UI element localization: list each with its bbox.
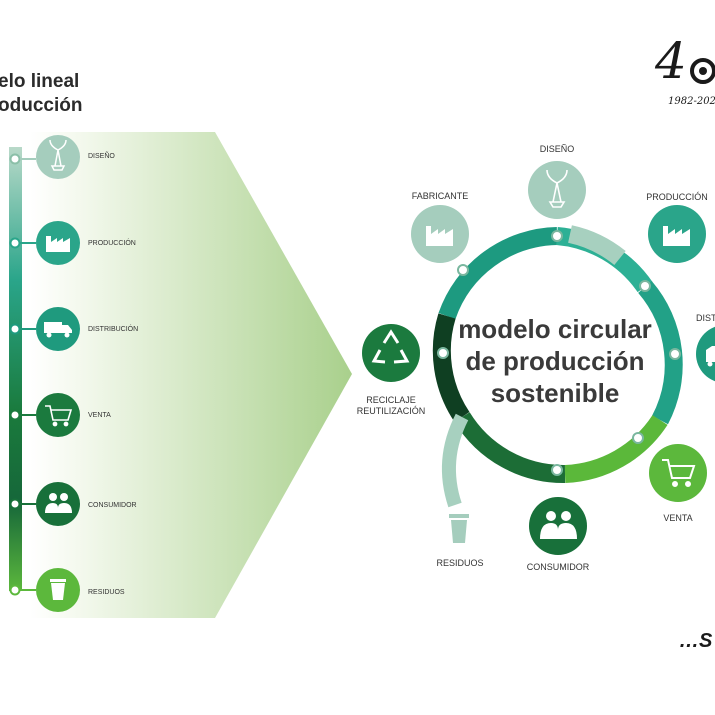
footer-text: …S — [679, 630, 713, 652]
truck-icon — [706, 346, 715, 367]
linear-stage-produccion: PRODUCCIÓN — [9, 221, 136, 265]
people-icon — [45, 493, 72, 513]
lamp-icon — [546, 169, 568, 208]
trash-icon — [50, 579, 66, 600]
linear-label-distribucion: DISTRIBUCIÓN — [88, 324, 138, 333]
circular-node-diseno: DISEÑO — [528, 144, 586, 219]
lamp-icon — [49, 139, 67, 171]
anniversary-logo-number: 4 — [655, 32, 687, 90]
circular-center-line3: sostenible — [491, 378, 620, 408]
linear-model-title: elo lineal oducción — [0, 70, 82, 118]
circular-node-venta: VENTA — [649, 444, 707, 523]
label-venta: VENTA — [663, 513, 692, 523]
circular-node-reciclaje: RECICLAJE REUTILIZACIÓN — [357, 324, 426, 416]
linear-label-venta: VENTA — [88, 412, 111, 419]
factory-icon — [426, 226, 453, 246]
linear-stage-venta: VENTA — [9, 393, 111, 437]
label-reciclaje-line2: REUTILIZACIÓN — [357, 406, 426, 416]
label-distribucion: DIST — [696, 313, 715, 323]
linear-stage-diseno: DISEÑO — [9, 135, 115, 179]
label-diseno: DISEÑO — [540, 144, 575, 154]
cart-icon — [45, 405, 73, 427]
factory-icon — [663, 226, 690, 246]
linear-label-residuos: RESIDUOS — [88, 589, 125, 596]
linear-stage-residuos: RESIDUOS — [9, 568, 125, 612]
circular-node-residuos: RESIDUOS — [436, 514, 484, 568]
linear-stage-distribucion: DISTRIBUCIÓN — [9, 307, 138, 351]
cart-icon — [662, 459, 696, 487]
linear-title-line2: oducción — [0, 95, 83, 116]
circular-center-line2: de producción — [465, 346, 644, 376]
anniversary-logo-years: 1982-202 — [668, 96, 715, 107]
linear-arrow-background — [30, 132, 352, 618]
ring-connectors — [437, 230, 681, 476]
linear-timeline-bar — [9, 147, 22, 591]
linear-label-produccion: PRODUCCIÓN — [88, 238, 136, 247]
recycle-icon — [371, 329, 410, 364]
circular-node-fabricante: FABRICANTE — [411, 191, 469, 263]
truck-icon — [44, 322, 72, 338]
factory-icon — [46, 236, 70, 252]
linear-title-line1: elo lineal — [0, 71, 80, 92]
anniversary-logo-ring — [690, 58, 715, 84]
label-produccion: PRODUCCIÓN — [646, 192, 708, 202]
circular-node-distribucion: DIST — [696, 313, 715, 382]
label-consumidor: CONSUMIDOR — [527, 562, 590, 572]
label-fabricante: FABRICANTE — [412, 191, 469, 201]
people-icon — [540, 511, 577, 539]
label-reciclaje-line1: RECICLAJE — [366, 395, 416, 405]
linear-stage-consumidor: CONSUMIDOR — [9, 482, 137, 526]
circular-center-line1: modelo circular — [458, 314, 652, 344]
circular-node-produccion: PRODUCCIÓN — [646, 192, 708, 263]
circular-node-consumidor: CONSUMIDOR — [527, 497, 590, 572]
linear-label-consumidor: CONSUMIDOR — [88, 502, 137, 509]
trash-icon — [449, 514, 469, 543]
linear-label-diseno: DISEÑO — [88, 151, 115, 160]
label-residuos: RESIDUOS — [436, 558, 483, 568]
